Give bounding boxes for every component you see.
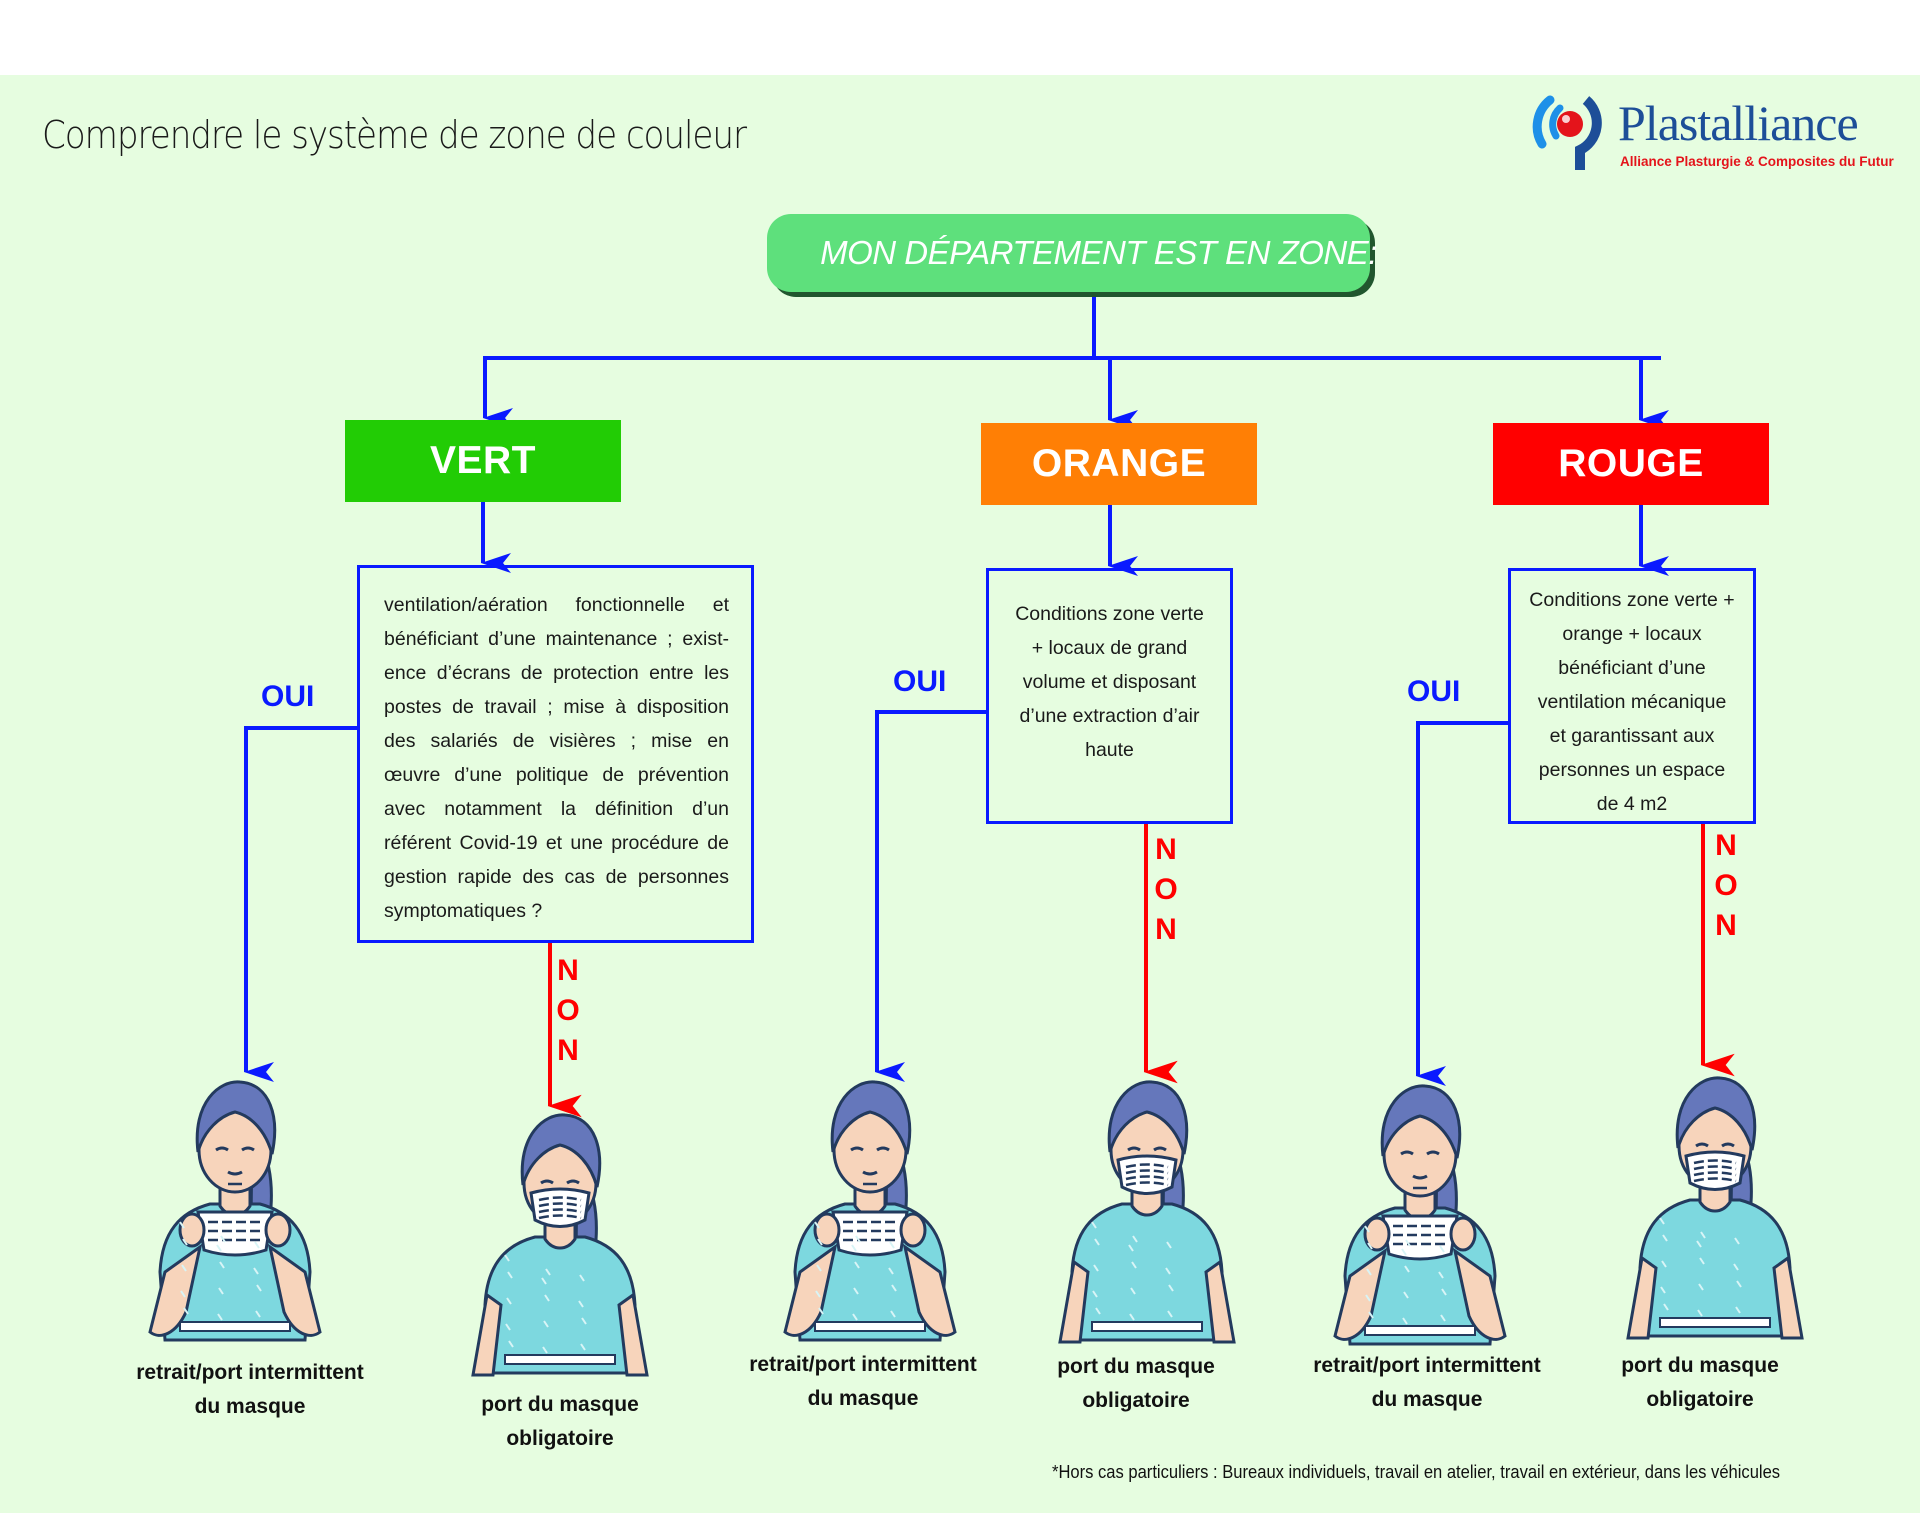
- non-letter: N: [557, 1034, 579, 1067]
- logo-tagline: Alliance Plasturgie & Composites du Futu…: [1620, 154, 1894, 169]
- oui-label-vert: OUI: [261, 680, 315, 713]
- condition-box-rouge: Conditions zone verte + orange + locaux …: [1508, 568, 1756, 824]
- caption-line: port du masque: [1057, 1355, 1215, 1378]
- caption-line: obligatoire: [1082, 1389, 1190, 1412]
- zone-rouge-box: ROUGE: [1493, 423, 1769, 505]
- caption-vert-oui: retrait/port intermittent du masque: [120, 1356, 380, 1424]
- zone-orange-box: ORANGE: [981, 423, 1257, 505]
- caption-orange-non: port du masque obligatoire: [1006, 1350, 1266, 1418]
- condition-box-orange: Conditions zone verte + locaux de grand …: [986, 568, 1233, 824]
- condition-line: de 4 m2: [1596, 793, 1668, 815]
- non-label-rouge: N O N: [1711, 826, 1741, 946]
- condition-line: volume et disposant: [1022, 671, 1197, 693]
- zone-vert-box: VERT: [345, 420, 621, 502]
- caption-line: retrait/port intermittent: [749, 1353, 977, 1376]
- non-letter: N: [1155, 913, 1177, 946]
- caption-line: du masque: [1371, 1388, 1483, 1411]
- non-letter: N: [1155, 833, 1177, 866]
- condition-text-vert: ventilation/aération fonctionnelle et bé…: [384, 594, 729, 922]
- non-label-orange: N O N: [1151, 830, 1181, 950]
- condition-line: d’une extraction d’air: [1019, 705, 1200, 727]
- start-box-label: MON DÉPARTEMENT EST EN ZONE:: [820, 234, 1377, 271]
- caption-rouge-oui: retrait/port intermittent du masque: [1297, 1349, 1557, 1417]
- woman-holding-mask-icon: [1325, 1076, 1515, 1371]
- non-letter: O: [1714, 869, 1738, 902]
- condition-line: personnes un espace: [1538, 759, 1726, 781]
- woman-wearing-mask-icon: [1052, 1072, 1242, 1367]
- caption-line: port du masque: [481, 1393, 639, 1416]
- non-letter: N: [557, 954, 579, 987]
- footnote: *Hors cas particuliers : Bureaux individ…: [1052, 1462, 1781, 1482]
- condition-line: ventilation mécanique: [1537, 691, 1727, 713]
- caption-line: port du masque: [1621, 1354, 1779, 1377]
- condition-line: orange + locaux: [1562, 623, 1702, 645]
- woman-holding-mask-icon: [140, 1072, 330, 1367]
- condition-line: bénéficiant d’une: [1558, 657, 1706, 679]
- page-title: Comprendre le système de zone de couleur: [42, 113, 747, 157]
- arrow-vert-oui: [244, 726, 357, 1082]
- condition-line: Conditions zone verte +: [1529, 589, 1735, 611]
- caption-orange-oui: retrait/port intermittent du masque: [733, 1348, 993, 1416]
- non-letter: N: [1715, 909, 1737, 942]
- start-box: MON DÉPARTEMENT EST EN ZONE:: [767, 214, 1377, 292]
- caption-line: obligatoire: [506, 1427, 614, 1450]
- condition-box-vert: ventilation/aération fonctionnelle et bé…: [357, 565, 754, 943]
- caption-line: retrait/port intermittent: [1313, 1354, 1541, 1377]
- logo-name: Plastalliance: [1618, 95, 1859, 151]
- woman-wearing-mask-icon: [1620, 1068, 1810, 1363]
- plastalliance-logo: Plastalliance Alliance Plasturgie & Comp…: [1520, 92, 1900, 172]
- caption-line: obligatoire: [1646, 1388, 1754, 1411]
- non-letter: N: [1715, 829, 1737, 862]
- arrow-orange-oui: [875, 710, 986, 1082]
- woman-wearing-mask-icon: [465, 1105, 655, 1400]
- caption-line: du masque: [807, 1387, 919, 1410]
- woman-holding-mask-icon: [775, 1072, 965, 1367]
- condition-line: Conditions zone verte: [1015, 603, 1204, 625]
- non-label-vert: N O N: [553, 951, 583, 1071]
- condition-line: + locaux de grand: [1031, 637, 1188, 659]
- oui-label-orange: OUI: [893, 665, 947, 698]
- condition-line: et garantissant aux: [1549, 725, 1715, 747]
- non-letter: O: [556, 994, 580, 1027]
- caption-line: du masque: [194, 1395, 306, 1418]
- caption-vert-non: port du masque obligatoire: [430, 1388, 690, 1456]
- non-letter: O: [1154, 873, 1178, 906]
- oui-label-rouge: OUI: [1407, 675, 1461, 708]
- infographic-background: [0, 75, 1920, 1513]
- plastalliance-logo-icon: [1532, 95, 1602, 170]
- caption-line: retrait/port intermittent: [136, 1361, 364, 1384]
- arrow-rouge-oui: [1416, 721, 1508, 1086]
- caption-rouge-non: port du masque obligatoire: [1570, 1349, 1830, 1417]
- condition-line: haute: [1085, 739, 1134, 761]
